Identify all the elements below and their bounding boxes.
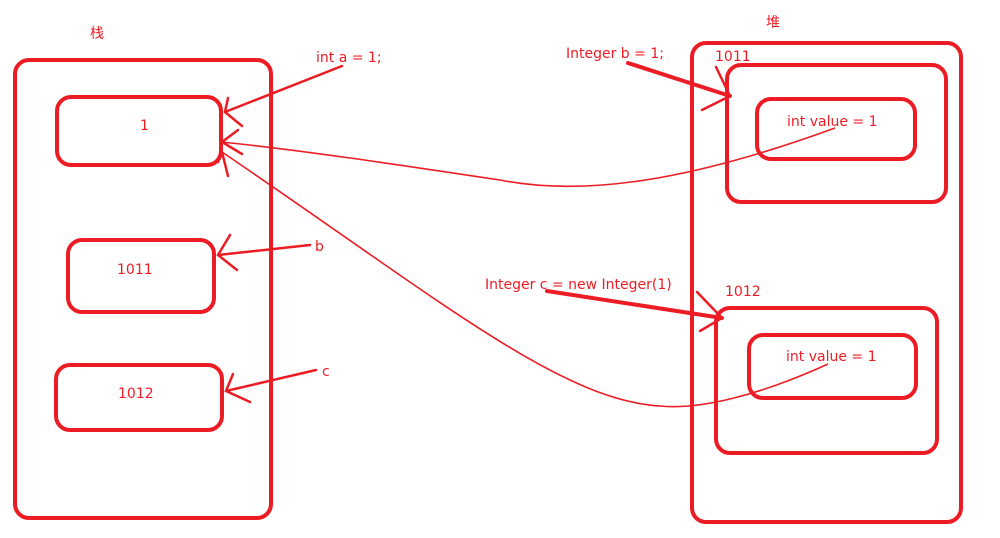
annotation-b-label: b	[315, 239, 324, 255]
stack-cell-b-value: 1011	[117, 262, 153, 278]
arrow-b-decl-head	[700, 65, 732, 112]
heap-object-1012-address: 1012	[725, 284, 761, 300]
heap-object-1011-field-box	[755, 97, 917, 161]
arrow-a-head	[223, 96, 244, 128]
arrow-b-decl	[626, 61, 732, 98]
heap-object-1012	[714, 306, 939, 455]
stack-container	[13, 58, 273, 520]
stack-cell-a	[55, 95, 223, 167]
stack-title: 栈	[90, 26, 104, 42]
arrow-c-decl-head	[695, 290, 724, 333]
heap-container	[690, 41, 963, 524]
annotation-b-decl: Integer b = 1;	[566, 46, 664, 62]
link-1011-value-to-stack	[221, 127, 836, 188]
heap-object-1011-address: 1011	[715, 49, 751, 65]
arrow-c-head	[224, 372, 252, 404]
arrow-c	[224, 368, 318, 393]
heap-object-1012-field-box	[747, 333, 918, 400]
arrow-b	[216, 243, 312, 257]
arrow-c-decl	[545, 289, 724, 320]
heap-object-1011	[725, 63, 948, 204]
stack-cell-c	[54, 363, 224, 432]
arrow-b-head	[216, 233, 239, 272]
heap-object-1011-field: int value = 1	[787, 114, 877, 130]
arrow-a	[223, 64, 344, 114]
heap-object-1012-field: int value = 1	[786, 349, 876, 365]
link-1012-arrowhead	[216, 147, 230, 178]
stack-cell-a-value: 1	[140, 118, 149, 134]
link-1012-value-to-stack	[221, 151, 829, 408]
stack-cell-b	[66, 238, 216, 314]
heap-title: 堆	[766, 15, 780, 31]
link-1011-arrowhead	[219, 128, 244, 156]
annotation-c-decl: Integer c = new Integer(1)	[485, 277, 672, 293]
annotation-c-label: c	[322, 364, 330, 380]
stack-cell-c-value: 1012	[118, 386, 154, 402]
annotation-a-decl: int a = 1;	[316, 50, 382, 66]
